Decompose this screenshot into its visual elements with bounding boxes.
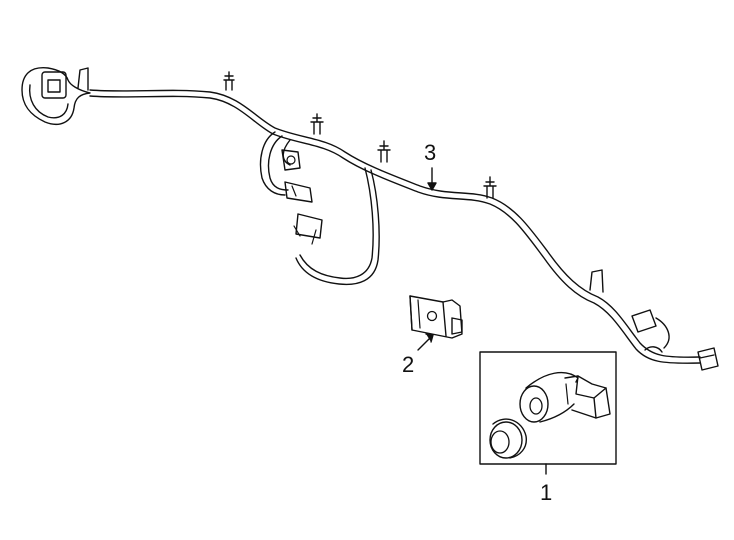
right-connector-a [631, 309, 670, 349]
arrowhead-3 [427, 182, 437, 191]
harness-branch-loop-outer [259, 131, 374, 280]
branch-connector-c [293, 213, 323, 245]
sensor-detail-box [479, 351, 617, 465]
right-connector-end [697, 347, 719, 371]
left-connector-block [41, 71, 67, 99]
harness-branch-loop-inner [267, 135, 380, 286]
arrowhead-2 [425, 333, 434, 343]
push-pin-1 [223, 71, 235, 91]
branch-connector-b [284, 181, 313, 203]
push-pin-2 [310, 113, 324, 135]
left-connector-loop [21, 67, 91, 126]
callout-1: 1 [540, 480, 552, 505]
push-pin-4 [483, 176, 497, 199]
callout-3: 3 [424, 140, 436, 165]
callout-2: 2 [402, 352, 414, 377]
left-clip [77, 67, 89, 91]
wire-harness [21, 67, 719, 371]
sensor-retainer [409, 295, 463, 339]
harness-main-trunk-inner [89, 95, 701, 364]
branch-connector-a [281, 149, 301, 171]
parking-sensor [489, 371, 611, 459]
right-clip [589, 269, 604, 293]
push-pin-3 [377, 140, 391, 163]
harness-main-trunk-outer [89, 89, 701, 358]
